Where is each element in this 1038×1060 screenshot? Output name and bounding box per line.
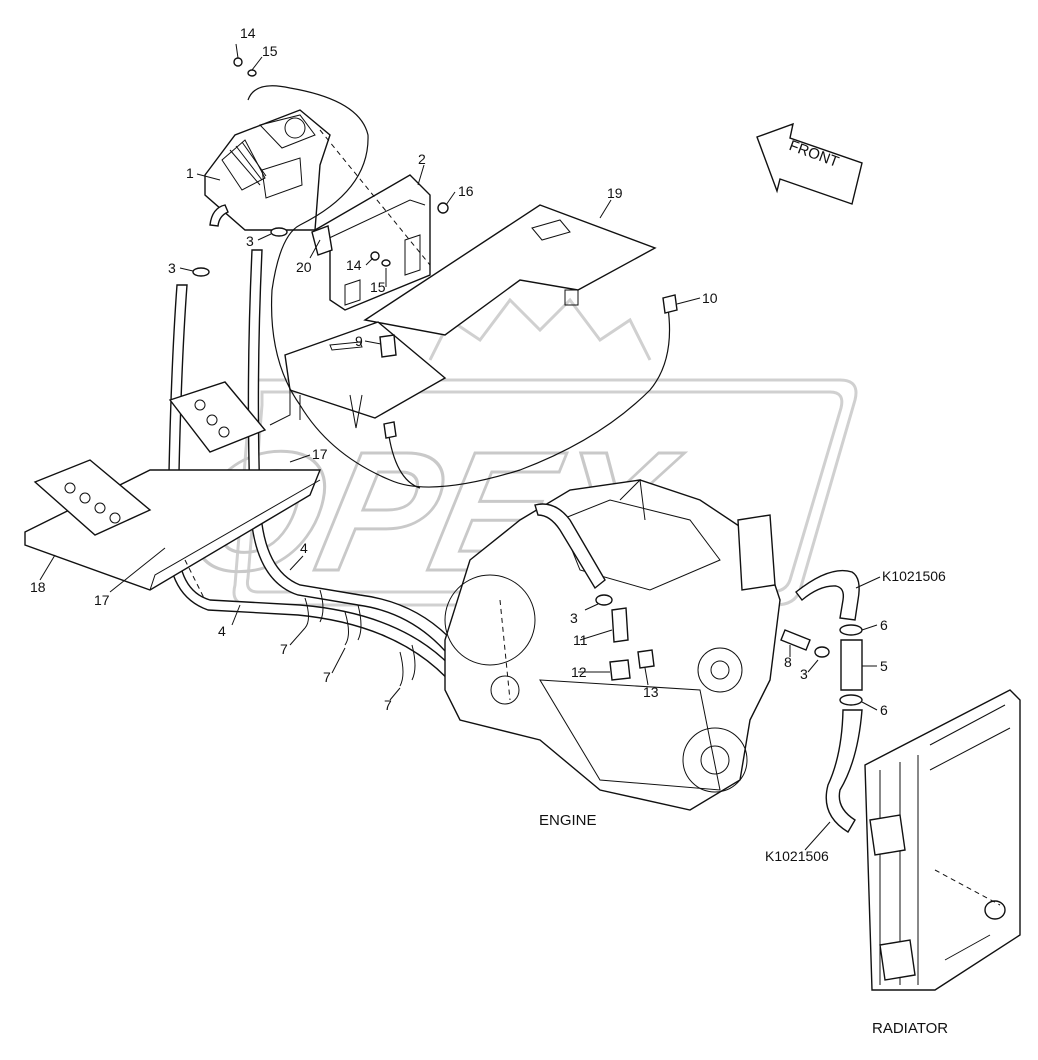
label-17: 17 bbox=[312, 446, 328, 462]
lower-hose-k1021506 bbox=[825, 709, 863, 833]
hose-clamp bbox=[192, 267, 210, 277]
part-ref-lower-hose: K1021506 bbox=[765, 848, 829, 864]
label-14: 14 bbox=[240, 25, 256, 41]
label-10: 10 bbox=[702, 290, 718, 306]
label-19: 19 bbox=[607, 185, 623, 201]
label-16: 16 bbox=[458, 183, 474, 199]
hose-clamp bbox=[595, 594, 613, 606]
heater-unit bbox=[204, 109, 331, 231]
radiator bbox=[864, 689, 1021, 991]
label-2: 2 bbox=[418, 151, 426, 167]
label-3: 3 bbox=[570, 610, 578, 626]
label-3: 3 bbox=[168, 260, 176, 276]
mounting-plate bbox=[363, 204, 657, 336]
label-15: 15 bbox=[262, 43, 278, 59]
label-7: 7 bbox=[323, 669, 331, 685]
elbow-12 bbox=[609, 659, 631, 681]
engine-caption: ENGINE bbox=[539, 812, 597, 829]
hose-clamp bbox=[814, 646, 830, 658]
label-3: 3 bbox=[800, 666, 808, 682]
bolt-washer-upper bbox=[233, 57, 257, 77]
front-direction-arrow: FRONT bbox=[756, 122, 863, 205]
label-6: 6 bbox=[880, 702, 888, 718]
wire-harness bbox=[247, 85, 678, 489]
fitting-11 bbox=[611, 607, 629, 643]
tube-5 bbox=[840, 639, 863, 691]
label-9: 9 bbox=[355, 333, 363, 349]
label-15: 15 bbox=[370, 279, 386, 295]
leader-lines bbox=[39, 43, 881, 851]
label-7: 7 bbox=[384, 697, 392, 713]
upper-hose-k1021506 bbox=[795, 569, 860, 621]
radiator-caption: RADIATOR bbox=[872, 1020, 948, 1037]
clamp-6-upper bbox=[839, 624, 863, 636]
clamp-6-lower bbox=[839, 694, 863, 706]
label-5: 5 bbox=[880, 658, 888, 674]
pedal-assembly bbox=[24, 381, 322, 591]
label-8: 8 bbox=[784, 654, 792, 670]
label-6: 6 bbox=[880, 617, 888, 633]
part-ref-upper-hose: K1021506 bbox=[882, 568, 946, 584]
label-12: 12 bbox=[571, 664, 587, 680]
label-14: 14 bbox=[346, 257, 362, 273]
hose-clamp bbox=[270, 227, 288, 237]
label-13: 13 bbox=[643, 684, 659, 700]
label-20: 20 bbox=[296, 259, 312, 275]
fitting-13 bbox=[637, 649, 655, 669]
nut-16 bbox=[437, 202, 449, 214]
engine bbox=[444, 478, 781, 811]
part-labels: 14 15 1 2 16 19 3 3 20 14 15 10 9 17 18 … bbox=[30, 25, 888, 718]
heater-bracket bbox=[311, 174, 431, 311]
label-17: 17 bbox=[94, 592, 110, 608]
label-7: 7 bbox=[280, 641, 288, 657]
switch-plate bbox=[269, 321, 447, 429]
fitting-8 bbox=[780, 629, 811, 651]
label-3: 3 bbox=[246, 233, 254, 249]
label-4: 4 bbox=[300, 540, 308, 556]
label-11: 11 bbox=[573, 632, 588, 648]
label-4: 4 bbox=[218, 623, 226, 639]
hose-clips bbox=[304, 589, 416, 687]
label-1: 1 bbox=[186, 165, 194, 181]
label-18: 18 bbox=[30, 579, 46, 595]
